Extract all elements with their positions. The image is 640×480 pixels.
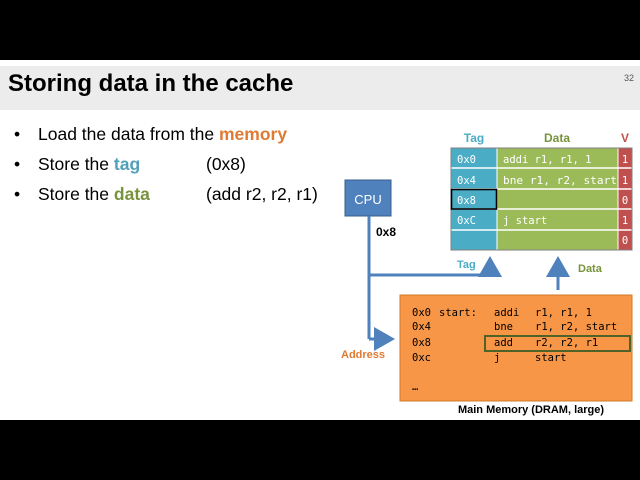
cache-valid-cell: 0: [622, 235, 628, 247]
memory-listing: 0x0 start: addi r1, r1, 1 0x4 bne r1, r2…: [412, 307, 617, 393]
bullet-dot: •: [14, 154, 21, 174]
memory-label: start:: [439, 307, 477, 319]
cache-valid-cell: 0: [622, 195, 628, 207]
cache-data-cell: j start: [503, 215, 547, 227]
cache-tag-cell: 0x8: [457, 195, 476, 207]
cache-tag-column: [451, 148, 497, 250]
cache-valid-column: [618, 148, 632, 250]
bullet-text: Store the: [38, 154, 114, 174]
memory-args: r1, r1, 1: [535, 307, 592, 319]
cache-table: [450, 147, 633, 251]
bullet-value-tag: (0x8): [206, 154, 246, 174]
cache-valid-cell: 1: [622, 215, 628, 227]
memory-op: j: [494, 352, 500, 364]
cache-tag-cell: 0x0: [457, 154, 476, 166]
cache-header-valid: V: [621, 131, 629, 145]
cache-data-cell: bne r1, r2, start: [503, 175, 617, 187]
bullet-highlight-data: data: [113, 184, 150, 204]
memory-addr: 0x8: [412, 337, 431, 349]
memory-args: r2, r2, r1: [535, 337, 598, 349]
bullet-highlight-tag: tag: [113, 154, 141, 174]
memory-op: add: [494, 337, 513, 349]
tag-arrow: [369, 256, 502, 277]
page-number: 32: [623, 73, 634, 83]
cpu-address-value: 0x8: [376, 225, 396, 239]
main-memory-caption: Main Memory (DRAM, large): [458, 404, 604, 416]
bullet-dot: •: [14, 184, 21, 204]
cache-data-cell: addi r1, r1, 1: [503, 154, 592, 166]
memory-op: addi: [494, 307, 519, 319]
memory-addr: 0x0: [412, 307, 431, 319]
memory-args: start: [535, 352, 567, 364]
cpu-box: [344, 179, 392, 217]
cache-valid-cell: 1: [622, 154, 628, 166]
arrows: [367, 216, 570, 351]
memory-addr: 0xc: [412, 352, 431, 364]
cache-tag-highlight: [450, 188, 498, 210]
memory-ellipsis: …: [412, 381, 418, 393]
cpu-label: CPU: [354, 192, 381, 207]
cache-tag-cell: 0xC: [457, 215, 476, 227]
bullet-text: Store the: [38, 184, 114, 204]
cache-valid-cell: 1: [622, 175, 628, 187]
title-bar: Storing data in the cache 32: [0, 66, 640, 110]
cache-tag-cell: 0x4: [457, 175, 476, 187]
bullet-highlight-memory: memory: [218, 124, 288, 144]
bullet-text: Load the data from the: [38, 124, 219, 144]
cache-data-column: [497, 148, 618, 250]
address-arrow-label: Address: [341, 349, 385, 361]
memory-row-highlight: [484, 335, 631, 352]
main-memory-box: [399, 294, 633, 402]
tag-arrow-label: Tag: [457, 259, 476, 271]
memory-addr: 0x4: [412, 321, 431, 333]
cache-header-data: Data: [544, 131, 570, 145]
bullet-dot: •: [14, 124, 21, 144]
memory-args: r1, r2, start: [535, 321, 617, 333]
slide-title: Storing data in the cache: [8, 70, 294, 97]
memory-op: bne: [494, 321, 513, 333]
slide: Storing data in the cache 32 • Load the …: [0, 60, 640, 420]
cache-header-tag: Tag: [464, 131, 484, 145]
data-arrow-label: Data: [578, 263, 603, 275]
cache-diagram: Tag Data V 0x0 addi r1, r1, 1 1 0x4 bne …: [341, 131, 633, 416]
bullet-value-data: (add r2, r2, r1): [206, 184, 318, 204]
